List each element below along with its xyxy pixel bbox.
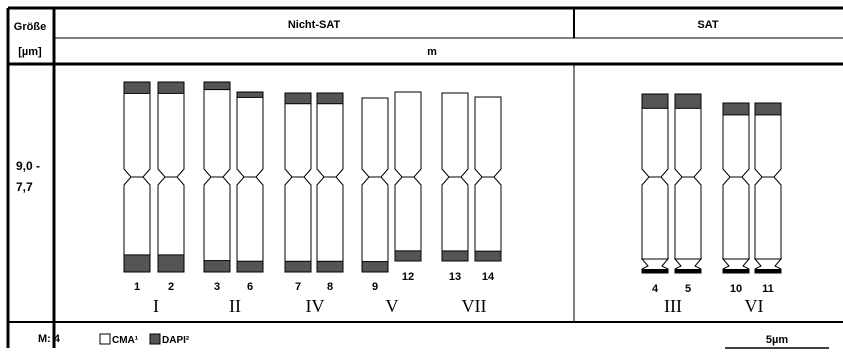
chromosome-14: 14 [474, 96, 502, 283]
dapi-band-top [157, 81, 185, 94]
chromosome-lower-arm [641, 176, 669, 260]
chromosome-upper-arm [316, 92, 344, 178]
dapi-band-bottom [157, 254, 185, 273]
size-range-top: 9,0 - [16, 159, 40, 173]
chromosome-8: 8 [316, 92, 344, 293]
chromosome-lower-arm [236, 176, 264, 273]
size-range-bottom: 7,7 [16, 180, 33, 194]
pair-label: V [386, 296, 399, 316]
satellite-dapi [675, 269, 701, 273]
chromosome-number: 12 [402, 271, 414, 283]
chromosome-6: 6 [236, 91, 264, 293]
chromosome-number: 11 [762, 283, 774, 295]
chromosome-number: 7 [295, 281, 301, 293]
pair-label: VI [745, 296, 764, 316]
dapi-band-top [284, 92, 312, 105]
chromosome-7: 7 [284, 92, 312, 293]
chromosome-upper-arm [236, 91, 264, 178]
dapi-band-top [123, 81, 151, 94]
dapi-band-bottom [441, 250, 469, 262]
chromosome-upper-arm [474, 96, 502, 178]
chromosome-lower-arm [394, 176, 422, 262]
legend-cma-swatch [99, 333, 111, 345]
chromosome-4: 4 [640, 93, 670, 295]
dapi-band-bottom [284, 260, 312, 273]
chromosome-upper-arm [394, 91, 422, 178]
pair-label: II [229, 296, 241, 316]
satellite-dapi [642, 269, 668, 273]
chromosome-lower-arm [203, 176, 231, 273]
chromosome-2: 2 [157, 81, 185, 293]
chromosome-number: 2 [168, 281, 174, 293]
satellite-dapi [723, 269, 749, 273]
chromosome-upper-arm [441, 92, 469, 178]
chromosome-lower-arm [284, 176, 312, 273]
table-grid [6, 6, 843, 348]
chromosome-lower-arm [316, 176, 344, 273]
chromosome-number: 3 [214, 281, 220, 293]
chromosome-9: 9 [361, 97, 389, 293]
legend-cma-label: CMA¹ [112, 335, 139, 346]
pair-label: VII [462, 296, 487, 316]
chromosome-3: 3 [203, 81, 231, 293]
chromosome-number: 14 [482, 271, 495, 283]
chromosome-number: 13 [449, 271, 461, 283]
chromosome-lower-arm [474, 176, 502, 262]
pair-label: IV [306, 296, 325, 316]
dapi-band-top [754, 102, 782, 116]
dapi-band-bottom [361, 261, 389, 273]
metaphase-count: M: 4 [38, 333, 61, 345]
chromosome-1: 1 [123, 81, 151, 293]
chromosome-lower-arm [674, 176, 702, 260]
chromosome-number: 8 [327, 281, 333, 293]
chromosome-number: 5 [685, 283, 691, 295]
size-unit-label: [µm] [18, 46, 42, 58]
dapi-band-top [236, 91, 264, 98]
chromosome-5: 5 [673, 93, 703, 295]
dapi-band-bottom [203, 260, 231, 273]
chromosome-number: 9 [372, 281, 378, 293]
chromosome-lower-arm [361, 176, 389, 273]
chromosome-11: 11 [753, 102, 783, 295]
group-label-sat: SAT [697, 19, 718, 31]
chromosome-12: 12 [394, 91, 422, 283]
chromosome-number: 6 [247, 281, 253, 293]
chromosome-lower-arm [441, 176, 469, 262]
type-label: m [427, 46, 437, 58]
dapi-band-top [674, 93, 702, 109]
chromosome-10: 10 [721, 102, 751, 295]
satellite-dapi [755, 269, 781, 273]
dapi-band-top [722, 102, 750, 116]
size-header-label: Größe [14, 21, 46, 33]
dapi-band-top [641, 93, 669, 109]
dapi-band-bottom [394, 250, 422, 262]
dapi-band-bottom [123, 254, 151, 273]
chromosome-lower-arm [754, 176, 782, 260]
dapi-band-bottom [316, 260, 344, 273]
scale-bar-label: 5µm [766, 334, 788, 346]
pair-label: III [664, 296, 682, 316]
chromosome-13: 13 [441, 92, 469, 283]
dapi-band-bottom [474, 250, 502, 262]
dapi-band-top [316, 92, 344, 105]
group-label-nonsat: Nicht-SAT [288, 19, 341, 31]
chromosome-number: 10 [730, 283, 742, 295]
chromosome-lower-arm [722, 176, 750, 260]
chromosome-upper-arm [123, 81, 151, 178]
chromosome-upper-arm [203, 81, 231, 178]
chromosome-upper-arm [361, 97, 389, 178]
dapi-band-bottom [236, 260, 264, 273]
chromosome-number: 4 [652, 283, 659, 295]
chromosome-number: 1 [134, 281, 140, 293]
pair-label: I [153, 296, 159, 316]
chromosome-upper-arm [284, 92, 312, 178]
legend-dapi-label: DAPI² [162, 335, 190, 346]
chromosome-upper-arm [157, 81, 185, 178]
dapi-band-top [203, 81, 231, 91]
legend-dapi-swatch [149, 333, 161, 345]
